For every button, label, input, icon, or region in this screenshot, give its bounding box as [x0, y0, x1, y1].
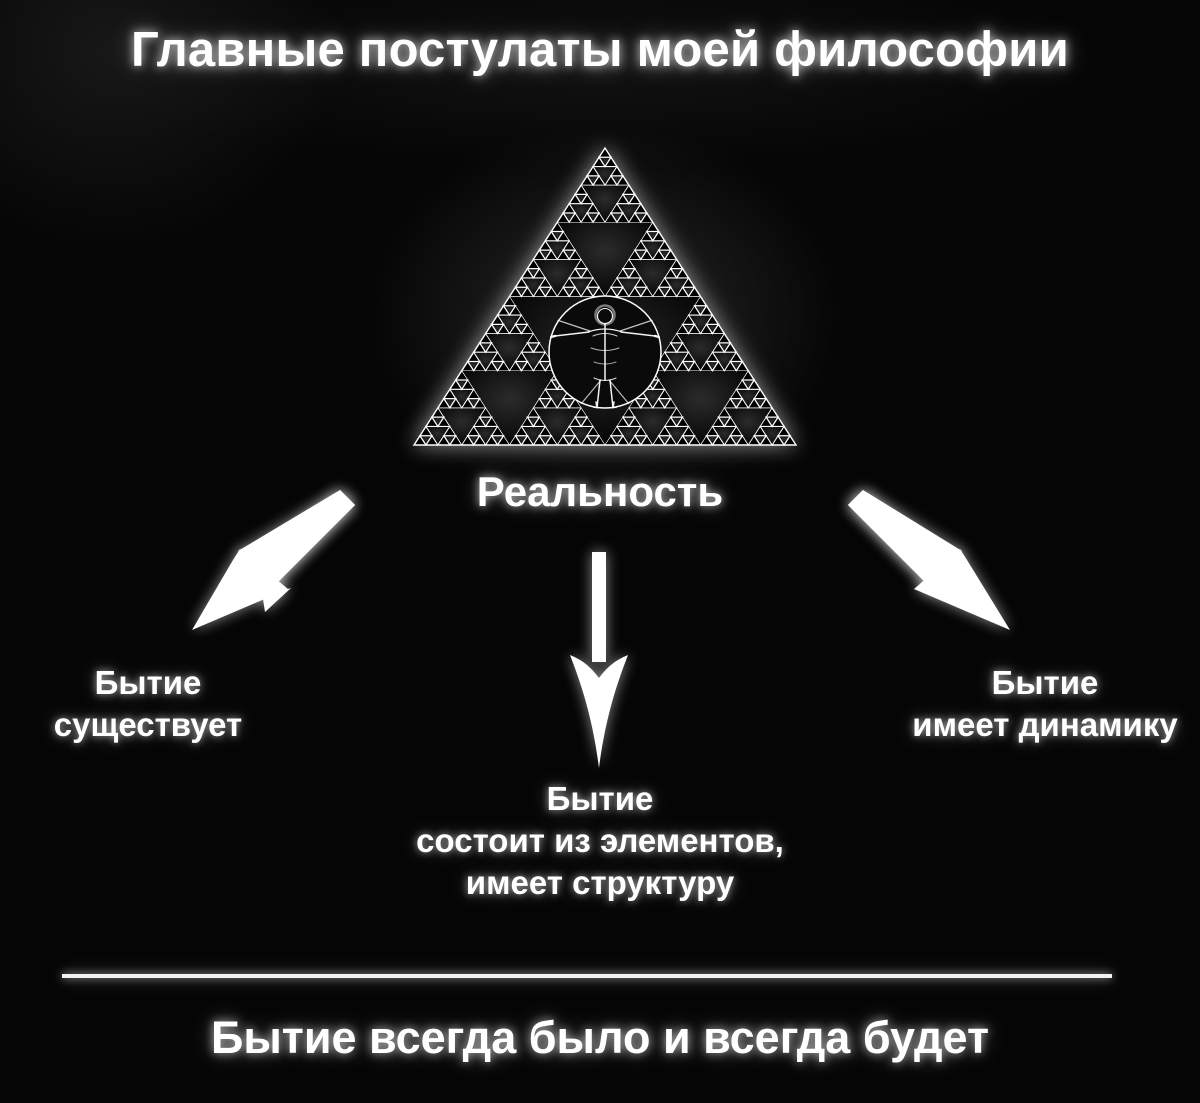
page-title: Главные постулаты моей философии	[131, 23, 1069, 77]
horizontal-rule	[62, 974, 1112, 978]
node-label-reality: Реальность	[476, 468, 724, 515]
branch-mid-line-2: состоит из элементов,	[416, 822, 784, 860]
sierpinski-triangle-fractal	[405, 140, 805, 460]
branch-right-line-2: имеет динамику	[912, 706, 1178, 744]
branch-left-line-2: существует	[53, 706, 243, 744]
branch-mid-line-3: имеет структуру	[465, 864, 735, 902]
sierpinski-triangle-svg	[412, 146, 798, 447]
vitruvian-man-icon	[548, 295, 662, 409]
branch-label-being-exists: Бытие существует	[0, 662, 308, 746]
branch-left-line-1: Бытие	[94, 664, 202, 701]
footer-axiom: Бытие всегда было и всегда будет	[211, 1012, 989, 1063]
branch-right-line-1: Бытие	[991, 664, 1099, 701]
branch-label-being-has-structure: Бытие состоит из элементов, имеет структ…	[330, 778, 870, 905]
branch-mid-line-1: Бытие	[546, 780, 654, 817]
branch-label-being-has-dynamics: Бытие имеет динамику	[880, 662, 1200, 746]
arrow-down	[570, 552, 628, 768]
